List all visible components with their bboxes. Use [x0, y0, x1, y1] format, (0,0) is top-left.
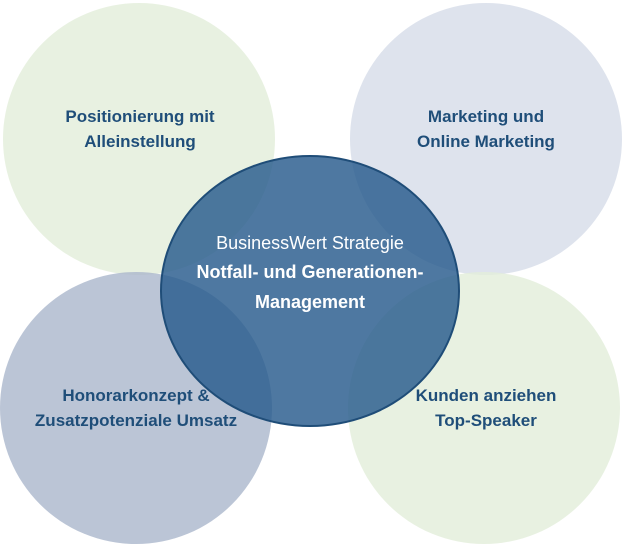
center-line2: Management [254, 292, 366, 312]
label-positionierung-line1: Positionierung mit [65, 107, 215, 126]
label-kunden-line1: Kunden anziehen [415, 386, 557, 405]
label-marketing-line2: Online Marketing [417, 132, 555, 151]
center-line1: Notfall- und Generationen- [196, 262, 424, 282]
label-marketing-line1: Marketing und [427, 107, 545, 126]
label-positionierung: Positionierung mit Alleinstellung [20, 104, 260, 154]
label-positionierung-line2: Alleinstellung [84, 132, 196, 151]
label-honorarkonzept-line1: Honorarkonzept & [62, 386, 210, 405]
label-honorarkonzept: Honorarkonzept & Zusatzpotenziale Umsatz [8, 383, 264, 433]
label-marketing: Marketing und Online Marketing [366, 104, 606, 154]
label-kunden-line2: Top-Speaker [435, 411, 537, 430]
label-honorarkonzept-line2: Zusatzpotenziale Umsatz [34, 411, 238, 430]
center-circle [160, 155, 460, 427]
center-label: BusinessWert Strategie Notfall- und Gene… [160, 229, 460, 317]
center-title: BusinessWert Strategie [216, 233, 404, 253]
label-kunden: Kunden anziehen Top-Speaker [366, 383, 606, 433]
